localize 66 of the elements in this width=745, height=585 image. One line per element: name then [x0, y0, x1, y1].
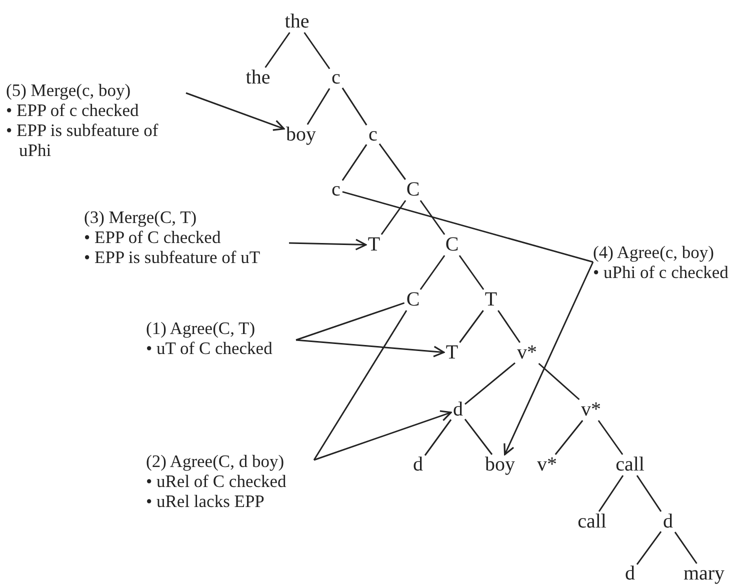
- branch-line: [304, 32, 330, 70]
- tree-node-label: v*: [515, 342, 539, 364]
- branch-line: [464, 362, 516, 405]
- tree-node-label: T: [482, 290, 500, 310]
- branch-line: [636, 531, 662, 565]
- arrow: [186, 92, 285, 131]
- bullet-note: • uT of C checked: [146, 338, 274, 358]
- tree-node-label: C: [443, 234, 461, 256]
- tree-node-label: c: [330, 180, 342, 200]
- bullet-note: • EPP is subfeature of uT: [84, 247, 262, 267]
- tree-node-label: v*: [579, 400, 603, 420]
- branch-line: [598, 475, 624, 512]
- annotation-heading: (1) Agree(C, T): [146, 318, 256, 338]
- tree-node-label: v*: [535, 454, 559, 476]
- tree-node-label: mary: [681, 564, 727, 584]
- arrow: [288, 238, 367, 250]
- branch-line: [424, 419, 452, 456]
- bullet-note: • EPP of c checked: [6, 100, 140, 120]
- branch-line: [674, 532, 698, 564]
- branch-line: [264, 32, 290, 68]
- annotation-heading: (2) Agree(C, d boy): [146, 451, 286, 471]
- branch-line: [498, 310, 520, 343]
- tree-node-label: d: [661, 512, 675, 532]
- tree-node-label: d: [411, 454, 425, 476]
- bullet-note: • uPhi of c checked: [593, 262, 730, 282]
- tree-node-label: T: [444, 342, 460, 364]
- tree-node-label: boy: [483, 454, 517, 476]
- tree-node-label: C: [404, 290, 422, 310]
- tree-node-label: c: [366, 124, 380, 146]
- tree-node-label: T: [366, 234, 382, 256]
- branch-line: [313, 310, 408, 460]
- tree-node-label: boy: [284, 124, 318, 146]
- branch-line: [598, 420, 624, 455]
- branch-line: [306, 88, 330, 125]
- branch-line: [636, 475, 662, 512]
- bullet-note: • EPP of C checked: [84, 227, 222, 247]
- tree-node-label: C: [404, 180, 422, 200]
- arrow: [314, 410, 452, 461]
- branch-line: [342, 191, 594, 263]
- tree-node-label: the: [244, 68, 272, 88]
- branch-line: [554, 420, 584, 455]
- tree-node-label: d: [623, 564, 637, 584]
- branch-line: [378, 143, 406, 180]
- arrow: [296, 339, 445, 358]
- tree-node-label: call: [576, 512, 608, 532]
- branch-line: [296, 302, 405, 341]
- branch-line: [420, 200, 446, 235]
- bullet-note: • uRel lacks EPP: [146, 491, 266, 511]
- branch-line: [458, 255, 484, 290]
- tree-node-label: call: [614, 454, 646, 476]
- annotation-heading: (5) Merge(c, boy): [6, 80, 132, 100]
- tree-node-label: d: [451, 400, 465, 420]
- bullet-note: • uRel of C checked: [146, 471, 288, 491]
- branch-line: [464, 418, 493, 455]
- tree-node-label: the: [282, 12, 312, 32]
- arrow: [504, 262, 594, 456]
- annotation-heading: (4) Agree(c, boy): [593, 242, 715, 262]
- annotation-heading: (3) Merge(C, T): [84, 207, 198, 227]
- branch-line: [342, 88, 368, 126]
- bullet-note: • EPP is subfeature of uPhi: [6, 120, 160, 160]
- branch-line: [380, 200, 406, 235]
- branch-line: [538, 362, 580, 400]
- branch-line: [420, 255, 446, 290]
- branch-line: [342, 144, 368, 181]
- tree-node-label: c: [330, 68, 342, 88]
- branch-line: [459, 310, 484, 343]
